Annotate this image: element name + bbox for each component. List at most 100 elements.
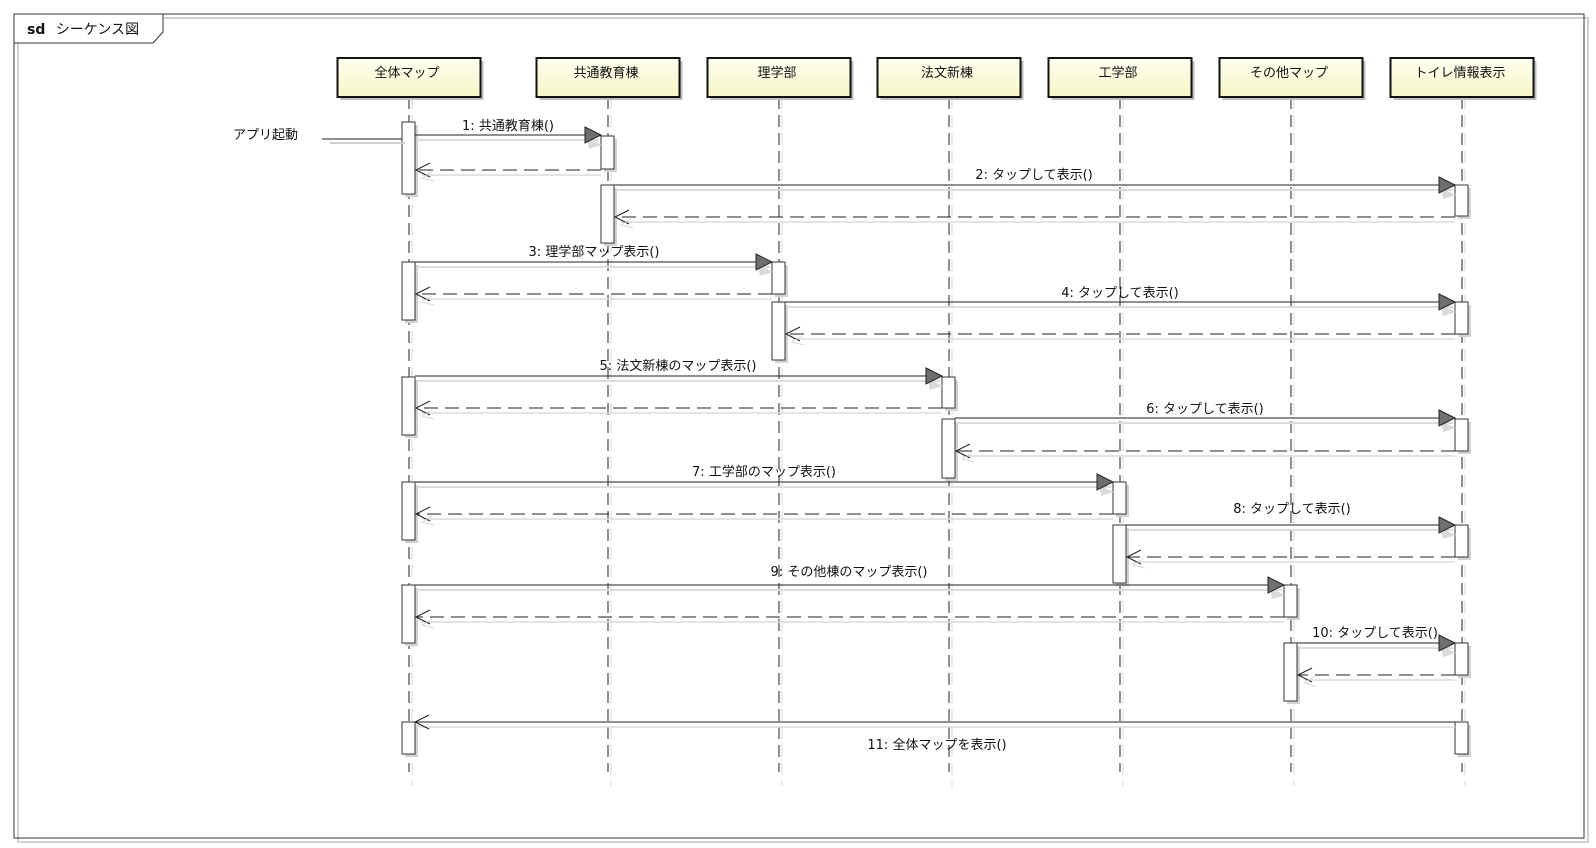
arrowhead-shadow: [587, 138, 602, 149]
activation-bar: [1283, 584, 1298, 618]
lifeline-name: トイレ情報表示: [1414, 66, 1505, 81]
activation-bar: [401, 376, 416, 436]
message-label: 10: タップして表示(): [1312, 626, 1438, 641]
frame-label-box: [13, 13, 164, 44]
return-arrowhead-shadow: [790, 335, 805, 346]
arrowhead-shadow: [1441, 305, 1456, 316]
arrowhead-shadow: [1270, 588, 1285, 599]
return-arrowhead-shadow: [960, 452, 975, 463]
lifeline-header: [535, 57, 681, 98]
message: 7: 工学部のマップ表示(): [414, 464, 1115, 526]
frame-label: sd シーケンス図: [27, 22, 139, 38]
lifeline: 全体マップ: [336, 57, 484, 786]
arrowhead: [1438, 176, 1457, 194]
arrowhead-shadow: [1099, 485, 1114, 496]
message: 3: 理学部マップ表示(): [414, 244, 774, 306]
arrowhead: [925, 367, 944, 385]
activation-bar: [401, 721, 416, 755]
lifeline: 理学部: [706, 57, 854, 786]
messages: 1: 共通教育棟() 2: タップして表示() 3: 理学部マップ表示() 4: タッ…: [413, 118, 1457, 753]
lifeline-header: [876, 57, 1022, 98]
return-arrowhead-shadow: [1302, 676, 1317, 687]
arrowhead: [413, 714, 430, 730]
return-arrowhead: [414, 506, 431, 522]
message: 2: タップして表示(): [613, 168, 1457, 229]
lifeline-header: [706, 57, 852, 98]
return-arrowhead-shadow: [619, 218, 634, 229]
lifeline-name: 法文新棟: [921, 65, 973, 81]
activation-bar: [401, 584, 416, 644]
message: 4: タップして表示(): [784, 286, 1457, 346]
activation-bar: [1454, 524, 1469, 558]
arrowhead: [584, 126, 603, 144]
arrowhead: [1438, 409, 1457, 427]
return-arrowhead-shadow: [420, 515, 435, 526]
arrowhead: [1438, 634, 1457, 652]
frame-keyword: sd: [27, 22, 45, 38]
message-label: 6: タップして表示(): [1146, 402, 1264, 417]
message: 8: タップして表示(): [1125, 502, 1457, 569]
activation-bar: [1454, 301, 1469, 335]
return-arrowhead: [1125, 549, 1142, 565]
return-arrowhead: [414, 609, 431, 625]
lifeline-name: 共通教育棟: [573, 65, 638, 81]
activation-bar: [401, 261, 416, 321]
message-label: 7: 工学部のマップ表示(): [692, 464, 836, 480]
lifeline: その他マップ: [1218, 57, 1366, 786]
return-arrowhead-shadow: [420, 409, 435, 420]
activation-bar: [401, 121, 416, 195]
frame-shadow: [17, 17, 1589, 843]
activation-bars: [401, 121, 1471, 757]
return-arrowhead-shadow: [1131, 558, 1146, 569]
lifeline-name: 全体マップ: [374, 65, 439, 81]
return-arrowhead: [1296, 667, 1313, 683]
activation-bar: [1112, 481, 1127, 515]
lifeline-name: 工学部: [1098, 65, 1137, 81]
lifeline-name: その他マップ: [1250, 66, 1328, 81]
arrowhead-shadow: [1441, 188, 1456, 199]
message: 6: タップして表示(): [954, 402, 1457, 463]
message-label: 2: タップして表示(): [975, 168, 1093, 183]
activation-bar: [401, 481, 416, 541]
return-arrowhead: [954, 443, 971, 459]
lifeline-header: [1218, 57, 1364, 98]
message-label: 1: 共通教育棟(): [462, 118, 554, 134]
arrowhead-shadow: [758, 265, 773, 276]
return-arrowhead: [414, 286, 431, 302]
activation-bar: [771, 301, 786, 361]
found-message: アプリ起動: [233, 128, 405, 144]
return-arrowhead: [414, 162, 431, 178]
activation-bar: [1112, 524, 1127, 584]
activation-bar: [1454, 721, 1469, 755]
activation-bar: [600, 135, 615, 170]
message: 11: 全体マップを表示(): [413, 714, 1455, 753]
lifeline-name: 理学部: [757, 65, 796, 81]
frame-title: シーケンス図: [56, 22, 139, 38]
lifeline: 法文新棟: [876, 57, 1024, 786]
lifelines: 全体マップ 共通教育棟 理学部 法文新棟 工学部 その他マップ トイレ情報表示: [336, 57, 1537, 786]
lifeline: 工学部: [1047, 57, 1195, 786]
message: 1: 共通教育棟(): [414, 118, 603, 182]
message-label: 3: 理学部マップ表示(): [529, 244, 660, 260]
message-label: 11: 全体マップを表示(): [867, 737, 1006, 753]
message-label: 9: その他棟のマップ表示(): [771, 565, 928, 580]
arrowhead: [755, 253, 774, 271]
arrowhead: [1096, 473, 1115, 491]
return-arrowhead-shadow: [420, 618, 435, 629]
arrowhead: [1267, 576, 1286, 594]
arrowhead-shadow: [928, 379, 943, 390]
actor-label: アプリ起動: [233, 128, 298, 143]
return-arrowhead-shadow: [420, 295, 435, 306]
activation-bar: [1283, 642, 1298, 702]
diagram-frame: [13, 13, 1585, 839]
message-label: 5: 法文新棟のマップ表示(): [600, 358, 757, 374]
activation-bar: [1454, 642, 1469, 676]
message: 10: タップして表示(): [1296, 626, 1457, 687]
arrowhead-shadow: [1441, 646, 1456, 657]
arrowhead-shadow: [1441, 528, 1456, 539]
lifeline-header: [1047, 57, 1193, 98]
lifeline-header: [336, 57, 482, 98]
activation-bar: [941, 376, 956, 409]
message-label: 4: タップして表示(): [1061, 286, 1179, 301]
lifeline-header: [1389, 57, 1535, 98]
